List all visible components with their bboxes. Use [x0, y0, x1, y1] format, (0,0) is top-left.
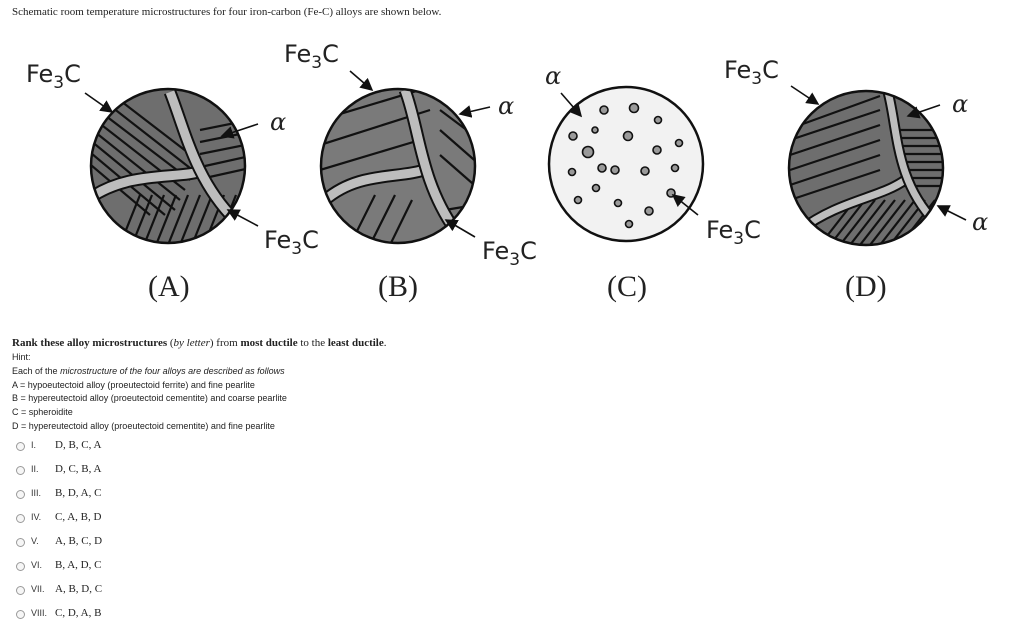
- hint-intro-pre: Each of the: [12, 365, 58, 376]
- option-label: D, C, B, A: [55, 462, 102, 475]
- option-row[interactable]: II. D, C, B, A: [16, 456, 102, 480]
- option-number: I.: [31, 439, 37, 450]
- intro-text: Schematic room temperature microstructur…: [12, 6, 442, 18]
- label-a-fe3c-top: Fe3C: [26, 60, 81, 93]
- option-row[interactable]: VII. A, B, D, C: [16, 576, 102, 600]
- option-radio[interactable]: [16, 442, 25, 451]
- question-mid-2: ) from: [209, 337, 238, 349]
- panel-d-microstructure: [787, 89, 945, 247]
- option-number: VIII.: [31, 607, 48, 618]
- label-b-fe3c-top: Fe3C: [284, 40, 339, 73]
- option-number: V.: [31, 535, 39, 546]
- option-label: B, D, A, C: [55, 486, 102, 499]
- option-number: VI.: [31, 559, 43, 570]
- option-radio[interactable]: [16, 586, 25, 595]
- question-italic: by letter: [173, 337, 210, 349]
- hint-intro-italic: microstructure of the four alloys are de…: [60, 365, 285, 376]
- label-a-fe3c-bottom: Fe3C: [264, 226, 319, 259]
- panel-b-microstructure: [319, 87, 477, 245]
- option-row[interactable]: V. A, B, C, D: [16, 528, 102, 552]
- hint-line-d: D = hypereutectoid alloy (proeutectoid c…: [12, 420, 275, 431]
- panel-c-label: (C): [607, 270, 647, 303]
- question-text: Rank these alloy microstructures (by let…: [12, 337, 387, 349]
- hint-label: Hint:: [12, 352, 31, 362]
- answer-options: I. D, B, C, A II. D, C, B, A III. B, D, …: [16, 432, 102, 624]
- question-bold-2: most ductile: [240, 337, 298, 349]
- option-number: VII.: [31, 583, 45, 594]
- label-d-alpha-bottom: α: [972, 208, 988, 236]
- option-radio[interactable]: [16, 490, 25, 499]
- question-bold-1: Rank these alloy microstructures: [12, 337, 168, 349]
- option-label: B, A, D, C: [55, 558, 102, 571]
- option-number: IV.: [31, 511, 42, 522]
- question-mid-3: to the: [300, 337, 326, 349]
- label-d-fe3c: Fe3C: [724, 56, 779, 89]
- microstructure-figure: Fe3C α Fe3C Fe3C α Fe3C α Fe3C Fe3C α α …: [26, 40, 988, 303]
- label-a-alpha: α: [270, 108, 286, 136]
- option-label: A, B, D, C: [55, 582, 103, 595]
- option-radio[interactable]: [16, 466, 25, 475]
- option-row[interactable]: III. B, D, A, C: [16, 480, 102, 504]
- option-radio[interactable]: [16, 538, 25, 547]
- option-label: C, D, A, B: [55, 606, 102, 619]
- option-row[interactable]: I. D, B, C, A: [16, 432, 102, 456]
- label-b-alpha: α: [498, 92, 514, 120]
- option-row[interactable]: VI. B, A, D, C: [16, 552, 102, 576]
- label-b-fe3c-bottom: Fe3C: [482, 237, 537, 270]
- panel-a-label: (A): [148, 270, 190, 303]
- option-row[interactable]: IV. C, A, B, D: [16, 504, 102, 528]
- option-radio[interactable]: [16, 514, 25, 523]
- question-end: .: [383, 337, 387, 349]
- hint-line-b: B = hypereutectoid alloy (proeutectoid c…: [12, 393, 287, 404]
- question-bold-3: least ductile: [327, 337, 384, 349]
- panel-c-microstructure: [547, 85, 705, 243]
- option-radio[interactable]: [16, 562, 25, 571]
- question-mid-1: (: [169, 337, 174, 349]
- label-c-alpha: α: [545, 62, 561, 90]
- option-number: II.: [31, 463, 39, 474]
- option-radio[interactable]: [16, 610, 25, 619]
- option-number: III.: [31, 487, 42, 498]
- panel-a-microstructure: [89, 87, 247, 245]
- label-c-fe3c: Fe3C: [706, 216, 761, 249]
- option-label: C, A, B, D: [55, 510, 102, 523]
- option-label: A, B, C, D: [55, 534, 103, 547]
- hint-line-a: A = hypoeutectoid alloy (proeutectoid fe…: [12, 379, 255, 390]
- option-label: D, B, C, A: [55, 438, 102, 451]
- hint-line-c: C = spheroidite: [12, 407, 73, 418]
- hint-block: Hint: Each of the microstructure of the …: [12, 351, 287, 434]
- arrows: [84, 70, 967, 238]
- option-row[interactable]: VIII. C, D, A, B: [16, 600, 102, 624]
- label-d-alpha-top: α: [952, 90, 968, 118]
- panel-b-label: (B): [378, 270, 418, 303]
- hint-intro: Each of the microstructure of the four a…: [12, 365, 287, 379]
- panel-d-label: (D): [845, 270, 887, 303]
